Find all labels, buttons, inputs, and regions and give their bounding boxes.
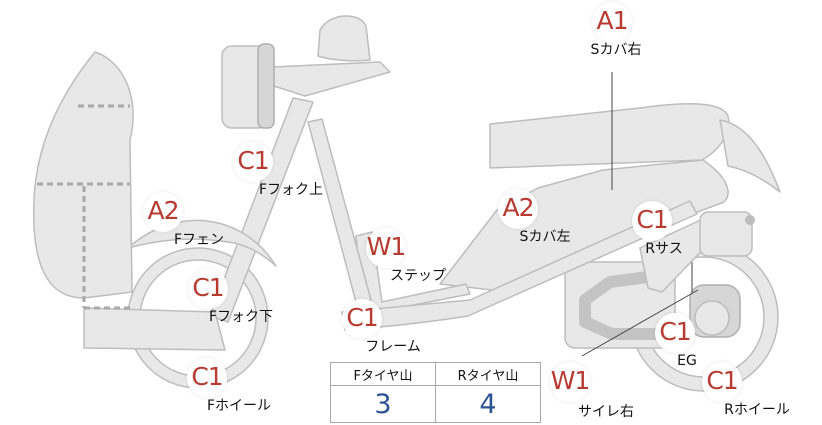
callout-marker: A2 xyxy=(143,192,183,232)
rear-fender xyxy=(719,119,781,193)
rear-shock xyxy=(699,211,753,257)
tread-value-row: 3 4 xyxy=(330,385,541,423)
callout-code: C1 xyxy=(659,317,691,346)
tire-tread-table: Fタイヤ山 Rタイヤ山 3 4 xyxy=(330,362,541,423)
callout-disc xyxy=(592,2,632,42)
callout-disc xyxy=(342,299,382,339)
callout-label: Fフォク上 xyxy=(258,182,324,198)
callout-disc xyxy=(550,362,590,402)
callout-label: EG xyxy=(677,353,697,369)
callout-label: ステップ xyxy=(390,268,446,284)
floor-panel xyxy=(83,307,226,351)
callout-disc xyxy=(233,142,273,182)
callout-marker: C1 xyxy=(342,299,382,339)
callout-code: A2 xyxy=(147,196,179,225)
callout-label: Fホイール xyxy=(206,398,272,414)
callout-code: A2 xyxy=(502,193,534,222)
callout-marker: C1 xyxy=(632,201,672,241)
callout-label: Sカバ右 xyxy=(590,42,642,58)
leg-shield xyxy=(32,51,134,299)
callout-disc xyxy=(702,362,742,402)
callout-marker: C1 xyxy=(655,313,695,353)
callout-code: C1 xyxy=(192,273,224,302)
callout-code: C1 xyxy=(706,366,738,395)
callout-label: Rサス xyxy=(645,241,683,257)
mirror xyxy=(317,15,371,62)
callout-code: C1 xyxy=(346,303,378,332)
rear-suspension xyxy=(639,217,719,293)
tread-header-row: Fタイヤ山 Rタイヤ山 xyxy=(330,362,541,386)
callout-label: Rホイール xyxy=(724,402,790,418)
callout-code: C1 xyxy=(636,205,668,234)
callout-marker: W1 xyxy=(550,362,590,402)
front-tread-header: Fタイヤ山 xyxy=(330,362,436,386)
rear-hub xyxy=(694,300,730,336)
callout-marker: C1 xyxy=(187,358,227,398)
callout-marker: C1 xyxy=(702,362,742,402)
headlight-rim xyxy=(257,43,275,129)
callout-code: A1 xyxy=(596,6,628,35)
callout-disc xyxy=(632,201,672,241)
callout-disc xyxy=(366,228,406,268)
rear-tread-header: Rタイヤ山 xyxy=(435,362,541,386)
callout-disc xyxy=(498,189,538,229)
callout-marker: C1 xyxy=(188,269,228,309)
callout-disc xyxy=(143,192,183,232)
callout-marker: A2 xyxy=(498,189,538,229)
rear-tread-value: 4 xyxy=(435,385,541,423)
axle-knob xyxy=(745,215,755,225)
callout-code: C1 xyxy=(237,146,269,175)
callout-label: Fフォク下 xyxy=(208,309,274,325)
front-tread-value: 3 xyxy=(330,385,436,423)
callout-code: C1 xyxy=(191,362,223,391)
seat xyxy=(489,103,730,169)
callout-disc xyxy=(655,313,695,353)
callout-disc xyxy=(187,358,227,398)
callout-label: サイレ右 xyxy=(578,404,634,420)
frame-upright xyxy=(307,118,372,307)
callout-label: Sカバ左 xyxy=(519,229,571,245)
callout-label: フレーム xyxy=(365,339,421,355)
callout-marker: C1 xyxy=(233,142,273,182)
callout-label: Fフェン xyxy=(173,232,225,248)
callout-marker: W1 xyxy=(366,228,406,268)
side-cover xyxy=(439,159,729,291)
leader-muffler-right xyxy=(581,289,699,357)
callout-code: W1 xyxy=(366,232,407,261)
callout-marker: A1 xyxy=(592,2,632,42)
callout-disc xyxy=(188,269,228,309)
callout-code: W1 xyxy=(550,366,591,395)
